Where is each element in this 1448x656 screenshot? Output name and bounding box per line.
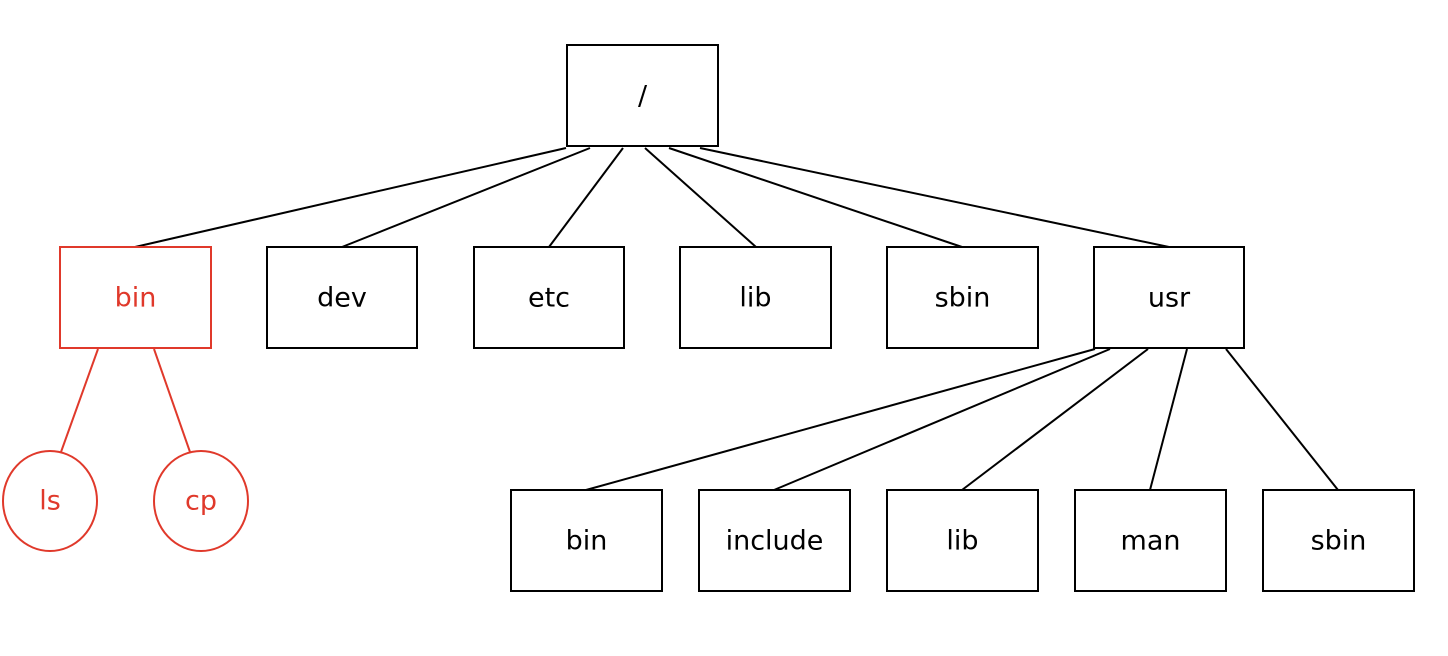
edge-root-dev bbox=[341, 147, 591, 248]
node-usr-lib-box bbox=[886, 489, 1039, 592]
node-usr-man-label: man bbox=[1121, 526, 1181, 557]
node-usr-sbin-label: sbin bbox=[1311, 526, 1367, 557]
node-usr-bin: bin bbox=[510, 489, 663, 592]
node-bin: bin bbox=[59, 246, 212, 349]
node-dev-box bbox=[266, 246, 418, 349]
node-etc-box bbox=[473, 246, 625, 349]
node-lib-label: lib bbox=[739, 283, 771, 314]
node-usr-man: man bbox=[1074, 489, 1227, 592]
node-sbin: sbin bbox=[886, 246, 1039, 349]
edges-root bbox=[134, 147, 1170, 248]
node-lib-box bbox=[679, 246, 832, 349]
edge-root-usr bbox=[699, 147, 1170, 248]
node-cp-label: cp bbox=[185, 486, 217, 517]
node-bin-box bbox=[59, 246, 212, 349]
edge-usr-bin bbox=[585, 348, 1096, 491]
edge-bin-cp bbox=[153, 348, 191, 453]
node-lib: lib bbox=[679, 246, 832, 349]
node-usr: usr bbox=[1093, 246, 1245, 349]
node-usr-sbin: sbin bbox=[1262, 489, 1415, 592]
edge-usr-include bbox=[773, 348, 1111, 491]
node-root-box bbox=[566, 44, 719, 147]
node-etc-label: etc bbox=[528, 283, 570, 314]
edge-usr-man bbox=[1149, 348, 1188, 491]
node-usr-man-box bbox=[1074, 489, 1227, 592]
node-dev-label: dev bbox=[317, 283, 367, 314]
node-etc: etc bbox=[473, 246, 625, 349]
node-cp: cp bbox=[153, 450, 249, 552]
node-dev: dev bbox=[266, 246, 418, 349]
node-root: / bbox=[566, 44, 719, 147]
edge-usr-lib bbox=[961, 348, 1149, 491]
edge-root-sbin bbox=[668, 147, 963, 248]
node-usr-include: include bbox=[698, 489, 851, 592]
edges-usr bbox=[585, 348, 1339, 491]
node-cp-circle bbox=[153, 450, 249, 552]
edge-root-lib bbox=[644, 147, 757, 248]
edges-bin bbox=[60, 348, 191, 453]
node-usr-include-box bbox=[698, 489, 851, 592]
node-usr-lib-label: lib bbox=[946, 526, 978, 557]
node-usr-label: usr bbox=[1148, 283, 1191, 314]
node-usr-bin-label: bin bbox=[566, 526, 608, 557]
node-sbin-label: sbin bbox=[935, 283, 991, 314]
node-root-label: / bbox=[638, 81, 648, 112]
node-usr-bin-box bbox=[510, 489, 663, 592]
node-usr-lib: lib bbox=[886, 489, 1039, 592]
node-ls-circle bbox=[2, 450, 98, 552]
edge-usr-sbin bbox=[1225, 348, 1339, 491]
node-ls: ls bbox=[2, 450, 98, 552]
edge-bin-ls bbox=[60, 348, 99, 453]
node-bin-label: bin bbox=[115, 283, 157, 314]
node-ls-label: ls bbox=[39, 486, 61, 517]
node-sbin-box bbox=[886, 246, 1039, 349]
node-usr-include-label: include bbox=[726, 526, 824, 557]
node-usr-box bbox=[1093, 246, 1245, 349]
edge-root-etc bbox=[548, 147, 624, 248]
edge-root-bin bbox=[134, 147, 567, 248]
node-usr-sbin-box bbox=[1262, 489, 1415, 592]
